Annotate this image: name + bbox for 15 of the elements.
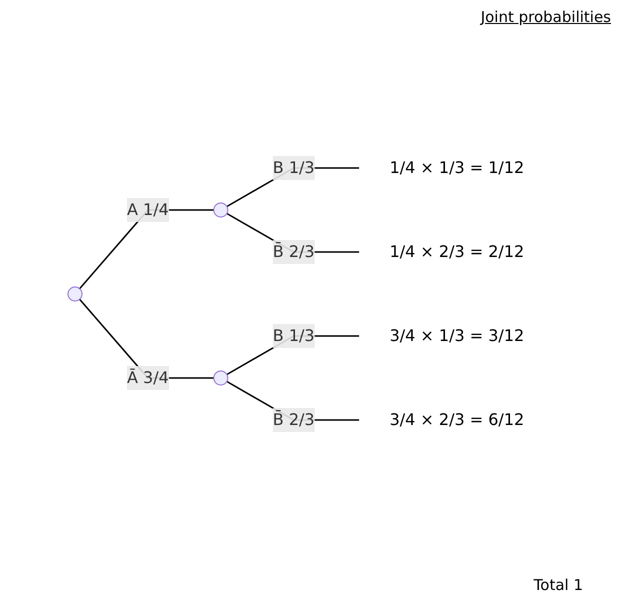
node-text: 1/4 × 1/3 = 1/12: [390, 158, 525, 177]
edge-label: A 1/4: [127, 200, 170, 219]
node-point: [214, 202, 229, 218]
node-text: 1/4 × 2/3 = 2/12: [390, 242, 525, 261]
edge-label: B̄ 2/3: [273, 410, 315, 429]
node-point: [68, 286, 83, 302]
edge-label: B̄ 2/3: [273, 242, 315, 261]
node-text: 3/4 × 1/3 = 3/12: [390, 326, 525, 345]
edge-label: B 1/3: [273, 158, 315, 177]
column-heading: Joint probabilities: [480, 8, 611, 26]
node-point: [214, 370, 229, 386]
edge-label: Ā 3/4: [127, 368, 170, 387]
edge-label: B 1/3: [273, 326, 315, 345]
total-label: Total 1: [534, 576, 583, 594]
node-text: 3/4 × 2/3 = 6/12: [390, 410, 525, 429]
